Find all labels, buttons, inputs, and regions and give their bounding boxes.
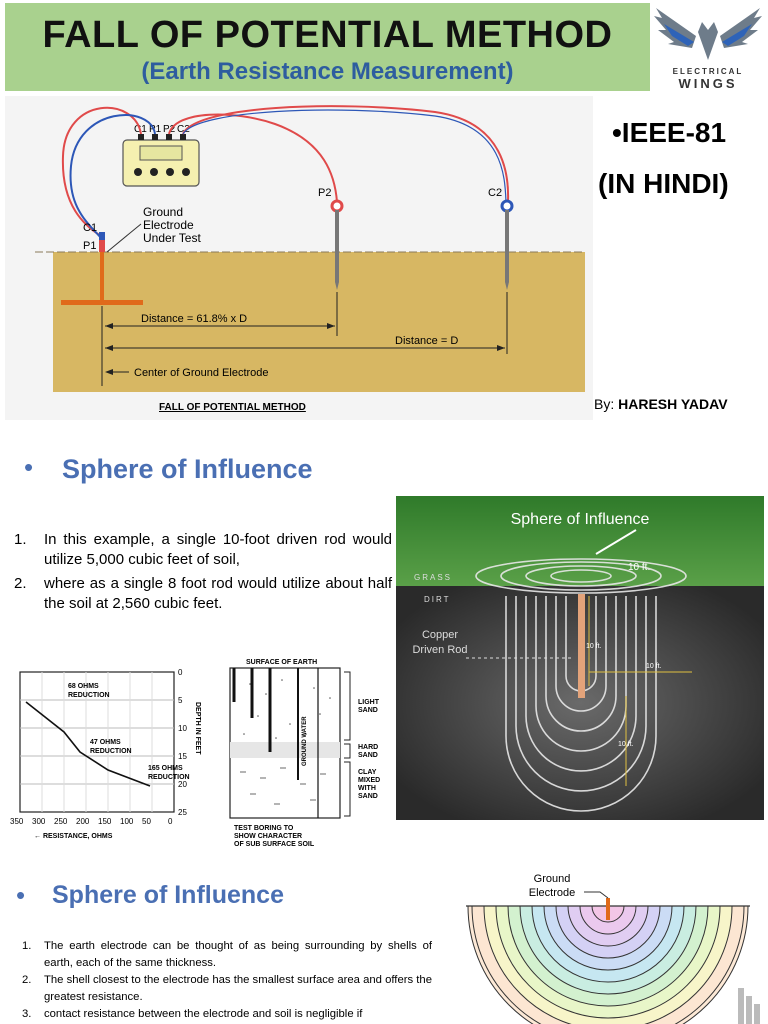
svg-text:100: 100 xyxy=(120,817,134,826)
svg-text:68 OHMS: 68 OHMS xyxy=(68,683,99,690)
svg-text:REDUCTION: REDUCTION xyxy=(148,774,190,781)
language-note: (IN HINDI) xyxy=(598,168,729,199)
center-label: Center of Ground Electrode xyxy=(134,367,269,379)
resistance-depth-graph: 0 5 10 15 20 25 DEPTH IN FEET 350 300 25… xyxy=(10,668,201,840)
svg-text:300: 300 xyxy=(32,817,46,826)
logo-text-wings: WINGS xyxy=(678,76,738,91)
diagram-caption: FALL OF POTENTIAL METHOD xyxy=(159,402,306,413)
resistance-curve xyxy=(25,701,151,787)
terminal-label: P2 xyxy=(163,124,176,135)
ground-electrode xyxy=(606,898,610,920)
x-axis-label: ← RESISTANCE, OHMS xyxy=(34,833,113,840)
svg-text:15: 15 xyxy=(178,752,187,761)
svg-text:LIGHT: LIGHT xyxy=(358,699,380,706)
svg-text:SAND: SAND xyxy=(358,752,378,759)
electrode-label: Ground xyxy=(534,873,571,885)
label-c1: C1 xyxy=(83,222,97,234)
wire-p2 xyxy=(168,113,338,203)
rod-label: Copper xyxy=(422,629,458,641)
section-heading: Sphere of Influence xyxy=(62,454,313,484)
svg-text:OF SUB SURFACE SOIL: OF SUB SURFACE SOIL xyxy=(234,841,315,848)
sphere-of-influence-illustration: Sphere of Influence GRASS DIRT 10 ft. 10… xyxy=(396,496,764,820)
copper-rod xyxy=(578,594,585,698)
list-item: 1.The earth electrode can be thought of … xyxy=(22,940,432,969)
y-axis-label: DEPTH IN FEET xyxy=(194,702,201,755)
svg-text:25: 25 xyxy=(178,808,187,817)
earth-shells-diagram: Ground Electrode xyxy=(466,873,760,1024)
list-item: 1.In this example, a single 10-foot driv… xyxy=(14,531,392,568)
byline-prefix: By: xyxy=(594,396,619,412)
svg-text:250: 250 xyxy=(54,817,68,826)
electrode-label: Electrode xyxy=(143,218,194,232)
list-item: 2.where as a single 8 foot rod would uti… xyxy=(14,575,392,612)
svg-text:REDUCTION: REDUCTION xyxy=(90,748,132,755)
page-title: FALL OF POTENTIAL METHOD xyxy=(42,14,613,56)
svg-text:47 OHMS: 47 OHMS xyxy=(90,739,121,746)
svg-text:10 ft.: 10 ft. xyxy=(586,643,602,650)
section1-list: 1.In this example, a single 10-foot driv… xyxy=(14,530,392,614)
svg-text:10: 10 xyxy=(178,724,187,733)
wire-p1 xyxy=(69,114,156,239)
water-label: GROUND WATER xyxy=(302,716,308,766)
svg-text:SAND: SAND xyxy=(358,793,378,800)
electrode-label: Ground xyxy=(143,205,183,219)
svg-text:TEST BORING TO: TEST BORING TO xyxy=(234,825,294,832)
section-heading: Sphere of Influence xyxy=(52,881,284,909)
svg-text:50: 50 xyxy=(142,817,151,826)
soil-boring-diagram: SURFACE OF EARTH LIGHT SAND HARD SAND CL… xyxy=(229,659,380,848)
svg-text:20: 20 xyxy=(178,780,187,789)
svg-text:150: 150 xyxy=(98,817,112,826)
svg-text:5: 5 xyxy=(178,696,183,705)
ieee-standard: •IEEE-81 xyxy=(612,117,727,148)
grass-label: GRASS xyxy=(414,573,452,582)
surface-label: SURFACE OF EARTH xyxy=(246,659,317,666)
label-c2: C2 xyxy=(488,187,502,199)
electrode-label: Under Test xyxy=(143,231,201,245)
list-item: 3.contact resistance between the electro… xyxy=(22,1008,363,1020)
section2-list: 1.The earth electrode can be thought of … xyxy=(22,938,432,1023)
electrical-wings-logo xyxy=(654,8,762,60)
svg-text:SAND: SAND xyxy=(358,707,378,714)
fall-of-potential-diagram: C1 P1 P2 C2 C1 P1 Ground Electrode Under… xyxy=(5,96,593,420)
label-p2: P2 xyxy=(318,187,331,199)
terminal-label: P1 xyxy=(149,124,162,135)
svg-text:REDUCTION: REDUCTION xyxy=(68,692,110,699)
section-bullet: • xyxy=(16,880,26,910)
svg-text:10 ft.: 10 ft. xyxy=(646,663,662,670)
svg-text:200: 200 xyxy=(76,817,90,826)
photo-title: Sphere of Influence xyxy=(511,511,650,528)
section-bullet: • xyxy=(24,452,34,482)
svg-text:HARD: HARD xyxy=(358,744,378,751)
rod-label: Driven Rod xyxy=(412,644,467,656)
page-subtitle: (Earth Resistance Measurement) xyxy=(141,58,514,85)
distance-618-label: Distance = 61.8% x D xyxy=(141,313,247,325)
label-p1: P1 xyxy=(83,240,96,252)
title-band xyxy=(5,3,650,91)
svg-text:SHOW CHARACTER: SHOW CHARACTER xyxy=(234,833,302,840)
svg-text:10 ft.: 10 ft. xyxy=(618,741,634,748)
svg-text:MIXED: MIXED xyxy=(358,777,380,784)
logo-text-electrical: ELECTRICAL xyxy=(672,67,744,76)
dim-label: 10 ft. xyxy=(628,562,650,573)
soil-area xyxy=(53,252,585,392)
author-name: HARESH YADAV xyxy=(618,396,728,412)
dirt-label: DIRT xyxy=(424,595,451,604)
ground-electrode xyxy=(100,252,104,304)
wire-c1 xyxy=(61,106,142,237)
svg-text:0: 0 xyxy=(168,817,173,826)
list-item: 2.The shell closest to the electrode has… xyxy=(22,974,432,1003)
electrode-label: Electrode xyxy=(529,887,575,899)
distance-d-label: Distance = D xyxy=(395,335,458,347)
svg-text:350: 350 xyxy=(10,817,24,826)
svg-text:CLAY: CLAY xyxy=(358,769,377,776)
svg-text:0: 0 xyxy=(178,668,183,677)
svg-text:165 OHMS: 165 OHMS xyxy=(148,765,183,772)
svg-text:WITH: WITH xyxy=(358,785,376,792)
byline: By: HARESH YADAV xyxy=(594,396,728,412)
wire-c2 xyxy=(182,105,510,203)
terminal-label: C2 xyxy=(177,124,190,135)
